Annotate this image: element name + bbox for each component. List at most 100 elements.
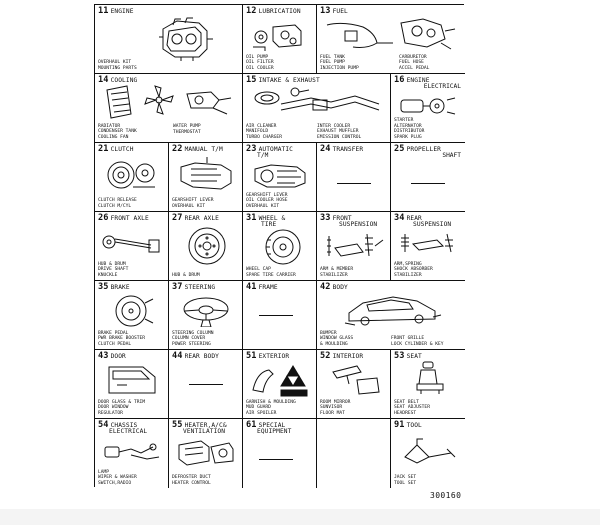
part-label[interactable]: DOOR WINDOW — [98, 405, 129, 411]
part-label[interactable]: CLUTCH RELEASE — [98, 198, 137, 204]
part-label[interactable]: REGULATOR — [98, 410, 123, 416]
part-label[interactable]: CLUTCH M/CYL — [98, 203, 132, 209]
part-label[interactable]: FLOOR MAT — [320, 410, 345, 416]
part-label[interactable]: TOOL SET — [394, 480, 417, 486]
part-label[interactable]: COLUMN COVER — [172, 336, 206, 342]
part-label[interactable]: SEAT ADJUSTER — [394, 405, 430, 411]
part-label[interactable]: THERMOSTAT — [173, 129, 201, 135]
part-label[interactable]: WHEEL CAP — [246, 267, 271, 273]
part-label[interactable]: DRIVE SHAFT — [98, 267, 129, 273]
part-label[interactable]: GARNISH & MOULDING — [246, 399, 296, 405]
part-label[interactable]: TURBO CHARGER — [246, 134, 282, 140]
part-label[interactable]: BRAKE PEDAL — [98, 330, 129, 336]
part-label[interactable]: ARM & MEMBER — [320, 267, 354, 273]
part-label[interactable]: OVERHAUL KIT — [98, 60, 132, 66]
part-label[interactable]: LAMP — [98, 469, 110, 475]
part-label[interactable]: WATER PUMP — [173, 124, 201, 130]
part-label[interactable]: ALTERNATOR — [394, 123, 422, 129]
part-label[interactable]: MOUNTING PARTS — [98, 65, 137, 71]
part-label[interactable]: GEARSHIFT LEVER — [172, 198, 214, 204]
part-label[interactable]: PWR BRAKE BOOSTER — [98, 336, 146, 342]
part-label[interactable]: LOCK CYLINDER & KEY — [391, 341, 444, 347]
part-label[interactable]: OIL COOLER — [246, 65, 274, 71]
part-label[interactable]: EMISSION CONTROL — [317, 134, 362, 140]
part-label[interactable]: OIL FILTER — [246, 60, 274, 66]
part-label[interactable]: ACCEL PEDAL — [399, 65, 430, 71]
part-label[interactable]: OVERHAUL KIT — [246, 203, 280, 209]
part-label[interactable]: BUMPER — [320, 330, 337, 336]
part-label[interactable]: MUD GUARD — [246, 405, 271, 411]
part-label[interactable]: FUEL PUMP — [320, 60, 345, 66]
part-label[interactable]: EXHAUST MUFFLER — [317, 129, 359, 135]
part-label[interactable]: STARTER — [394, 118, 414, 124]
part-label[interactable]: HUB & DRUM — [98, 261, 126, 267]
part-label[interactable]: WINDOW GLASS — [320, 336, 354, 342]
part-label[interactable]: DEFROSTER DUCT — [172, 475, 211, 481]
part-label[interactable]: STABILIZER — [320, 272, 348, 278]
part-label[interactable]: ROOM MIRROR — [320, 399, 351, 405]
part-label[interactable]: FUEL HOSE — [399, 60, 424, 66]
part-label[interactable]: OIL PUMP — [246, 54, 269, 60]
part-label[interactable]: OIL COOLER HOSE — [246, 198, 288, 204]
part-label[interactable]: DOOR GLASS & TRIM — [98, 399, 146, 405]
part-label[interactable]: GEARSHIFT LEVER — [246, 192, 288, 198]
part-label[interactable]: RADIATOR — [98, 123, 121, 129]
part-label[interactable]: HEADREST — [394, 410, 417, 416]
part-label[interactable]: CLUTCH PEDAL — [98, 341, 132, 347]
part-label[interactable]: INJECTION PUMP — [320, 65, 359, 71]
part-label[interactable]: SHOCK ABSORBER — [394, 267, 433, 273]
part-label[interactable]: AIR CLEANER — [246, 123, 277, 129]
part-label[interactable]: SWITCH,RADIO — [98, 480, 132, 486]
part-label[interactable]: ARM,SPRING — [394, 261, 422, 267]
part-label[interactable]: CARBURETOR — [399, 54, 427, 60]
part-label[interactable]: WIPER & WASHER — [98, 475, 137, 481]
part-label[interactable]: AIR SPOILER — [246, 410, 277, 416]
part-label[interactable]: SPARE TIRE CARRIER — [246, 272, 296, 278]
part-label[interactable]: FUEL TANK — [320, 54, 345, 60]
part-label[interactable]: JACK SET — [394, 475, 417, 481]
part-label[interactable]: INTER COOLER — [317, 123, 351, 129]
part-label[interactable]: OVERHAUL KIT — [172, 203, 206, 209]
part-label[interactable]: COOLING FAN — [98, 134, 129, 140]
part-label[interactable]: HUB & DRUM — [172, 272, 200, 278]
part-label[interactable]: SEAT BELT — [394, 399, 419, 405]
part-label[interactable]: MANIFOLD — [246, 129, 269, 135]
part-label[interactable]: HEATER CONTROL — [172, 480, 211, 486]
part-label[interactable]: & MOULDING — [320, 341, 348, 347]
part-label[interactable]: CONDENSER TANK — [98, 129, 137, 135]
part-label[interactable]: FRONT GRILLE — [391, 336, 425, 342]
part-label[interactable]: SPARK PLUG — [394, 134, 422, 140]
part-label[interactable]: DISTRIBUTOR — [394, 129, 425, 135]
part-label[interactable]: POWER STEERING — [172, 341, 211, 347]
part-label[interactable]: KNUCKLE — [98, 272, 118, 278]
part-label[interactable]: STABILIZER — [394, 272, 422, 278]
